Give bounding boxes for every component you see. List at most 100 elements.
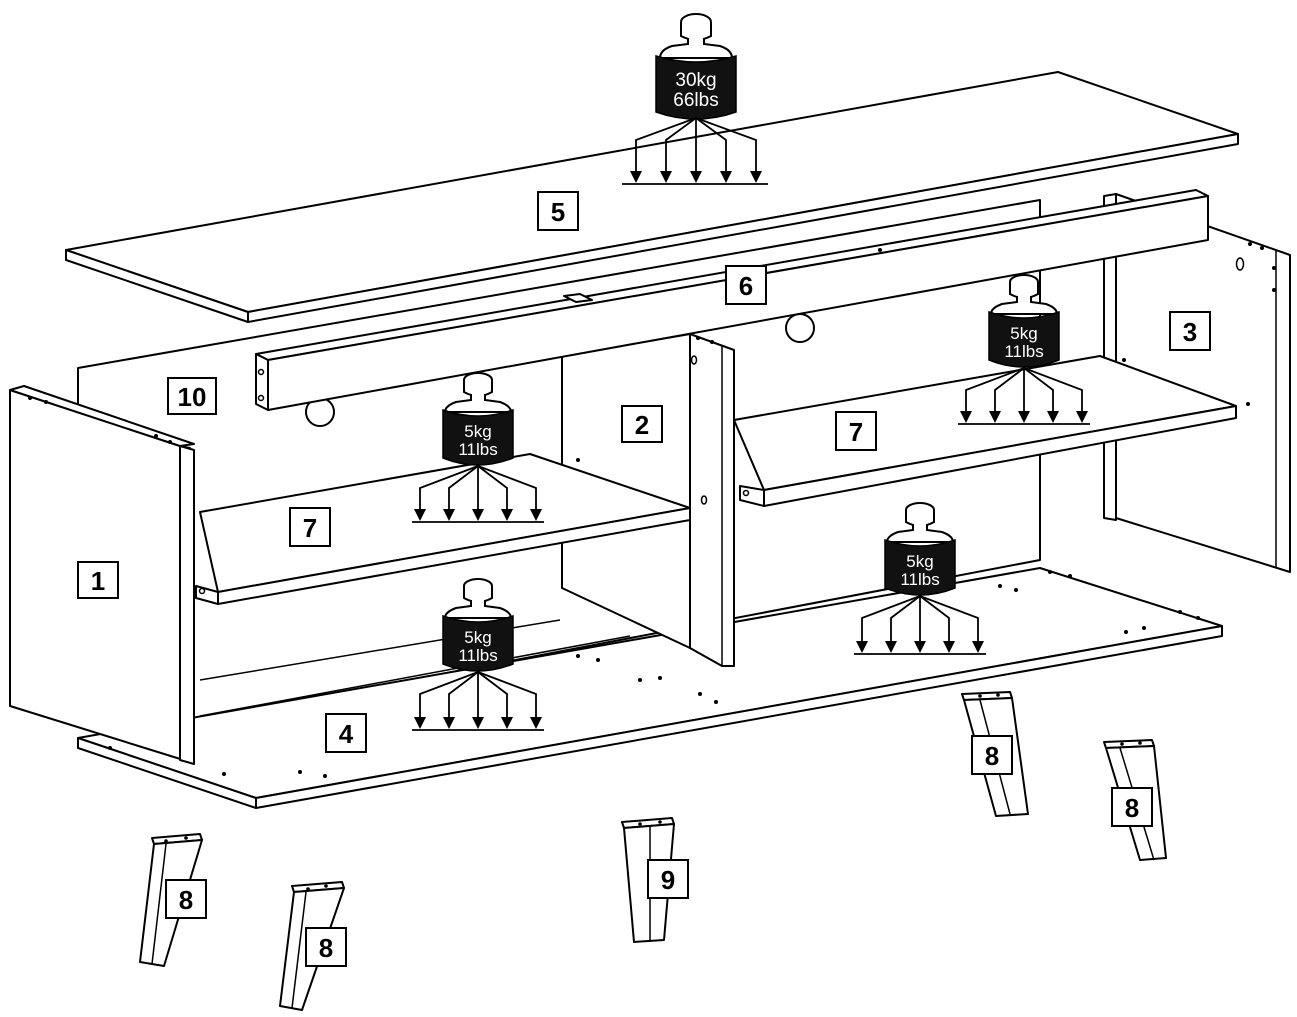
svg-text:4: 4 (339, 719, 354, 749)
load-arrow (919, 595, 950, 642)
label-part-9: 9 (647, 859, 689, 899)
label-part-1: 1 (77, 561, 119, 599)
label-part-8a: 8 (165, 879, 207, 919)
svg-text:8: 8 (179, 885, 193, 915)
weight-shelf-left-lbs: 11lbs (458, 440, 497, 459)
arrowhead (720, 171, 732, 183)
load-arrow (419, 465, 479, 510)
load-arrows-shelf-left (412, 465, 544, 523)
arrowhead (1076, 411, 1088, 423)
svg-text:8: 8 (1125, 793, 1139, 823)
arrowhead (750, 171, 762, 183)
load-arrows (412, 117, 1090, 731)
top-panel (65, 71, 1239, 323)
arrowhead (443, 717, 455, 729)
load-arrow (1023, 367, 1054, 412)
arrowhead (443, 509, 455, 521)
label-part-10: 10 (167, 377, 217, 415)
load-arrows-shelf-right (958, 367, 1090, 425)
arrowhead (630, 171, 642, 183)
arrowhead (914, 641, 926, 653)
weight-shelf-left: 5kg 11lbs (442, 372, 514, 466)
load-arrow (965, 367, 1025, 412)
label-part-3: 3 (1169, 311, 1211, 351)
label-part-2: 2 (621, 405, 663, 443)
load-arrow (448, 465, 479, 510)
weight-bottom-right: 5kg 11lbs (884, 502, 956, 596)
weight-bottom-left: 5kg 11lbs (442, 578, 514, 672)
label-part-8b: 8 (305, 927, 347, 967)
weight-shelf-right: 5kg 11lbs (988, 274, 1060, 368)
svg-text:8: 8 (319, 933, 333, 963)
load-arrows-top (622, 117, 768, 185)
load-arrow (695, 117, 757, 172)
arrowhead (1018, 411, 1030, 423)
weight-top-kg: 30kg (675, 70, 716, 91)
arrowhead (660, 171, 672, 183)
arrowhead (472, 509, 484, 521)
load-arrow (919, 595, 979, 642)
svg-text:5: 5 (551, 197, 565, 227)
load-arrow (419, 671, 479, 718)
load-arrows-bottom-right (854, 595, 986, 655)
load-arrow (477, 671, 508, 718)
weight-top-lbs: 66lbs (673, 90, 718, 111)
arrowhead (989, 411, 1001, 423)
load-arrow (994, 367, 1025, 412)
svg-text:8: 8 (985, 741, 999, 771)
load-arrow (477, 671, 537, 718)
arrowhead (414, 509, 426, 521)
load-arrows-bottom-left (412, 671, 544, 731)
load-arrow (861, 595, 921, 642)
svg-text:1: 1 (91, 566, 105, 596)
weight-shelf-left-kg: 5kg (464, 422, 491, 441)
weight-top: 30kg 66lbs (655, 13, 737, 120)
load-arrow (477, 465, 537, 510)
label-part-5: 5 (537, 191, 579, 231)
weight-bottom-left-lbs: 11lbs (458, 646, 497, 665)
label-part-8d: 8 (1111, 787, 1153, 827)
svg-text:6: 6 (739, 271, 753, 301)
load-arrow (448, 671, 479, 718)
weight-shelf-right-kg: 5kg (1010, 324, 1037, 343)
arrowhead (943, 641, 955, 653)
arrowhead (501, 717, 513, 729)
arrowhead (856, 641, 868, 653)
weight-bottom-right-kg: 5kg (906, 552, 933, 571)
svg-text:2: 2 (635, 410, 649, 440)
arrowhead (960, 411, 972, 423)
label-part-4: 4 (325, 713, 367, 753)
label-part-6: 6 (725, 265, 767, 305)
arrowhead (885, 641, 897, 653)
label-part-8c: 8 (971, 735, 1013, 775)
svg-text:10: 10 (178, 382, 207, 412)
weight-bottom-right-lbs: 11lbs (900, 570, 939, 589)
load-arrow (477, 465, 508, 510)
svg-text:9: 9 (661, 865, 675, 895)
load-arrow (635, 117, 697, 172)
svg-text:7: 7 (849, 417, 863, 447)
arrowhead (414, 717, 426, 729)
svg-text:7: 7 (303, 513, 317, 543)
load-arrow (695, 117, 727, 172)
weight-shelf-right-lbs: 11lbs (1004, 342, 1043, 361)
label-part-7b: 7 (835, 411, 877, 451)
arrowhead (530, 509, 542, 521)
shelf-left (195, 453, 691, 605)
label-part-7a: 7 (289, 507, 331, 547)
arrowhead (690, 171, 702, 183)
arrowhead (530, 717, 542, 729)
arrowhead (972, 641, 984, 653)
shelf-right (733, 355, 1237, 507)
arrowhead (501, 509, 513, 521)
arrowhead (472, 717, 484, 729)
arrowhead (1047, 411, 1059, 423)
load-arrow (1023, 367, 1083, 412)
part-labels: 1 2 3 4 5 6 7 7 8 8 8 8 9 10 (77, 191, 1211, 967)
load-arrow (890, 595, 921, 642)
svg-text:3: 3 (1183, 317, 1197, 347)
weight-bottom-left-kg: 5kg (464, 628, 491, 647)
load-arrow (665, 117, 697, 172)
